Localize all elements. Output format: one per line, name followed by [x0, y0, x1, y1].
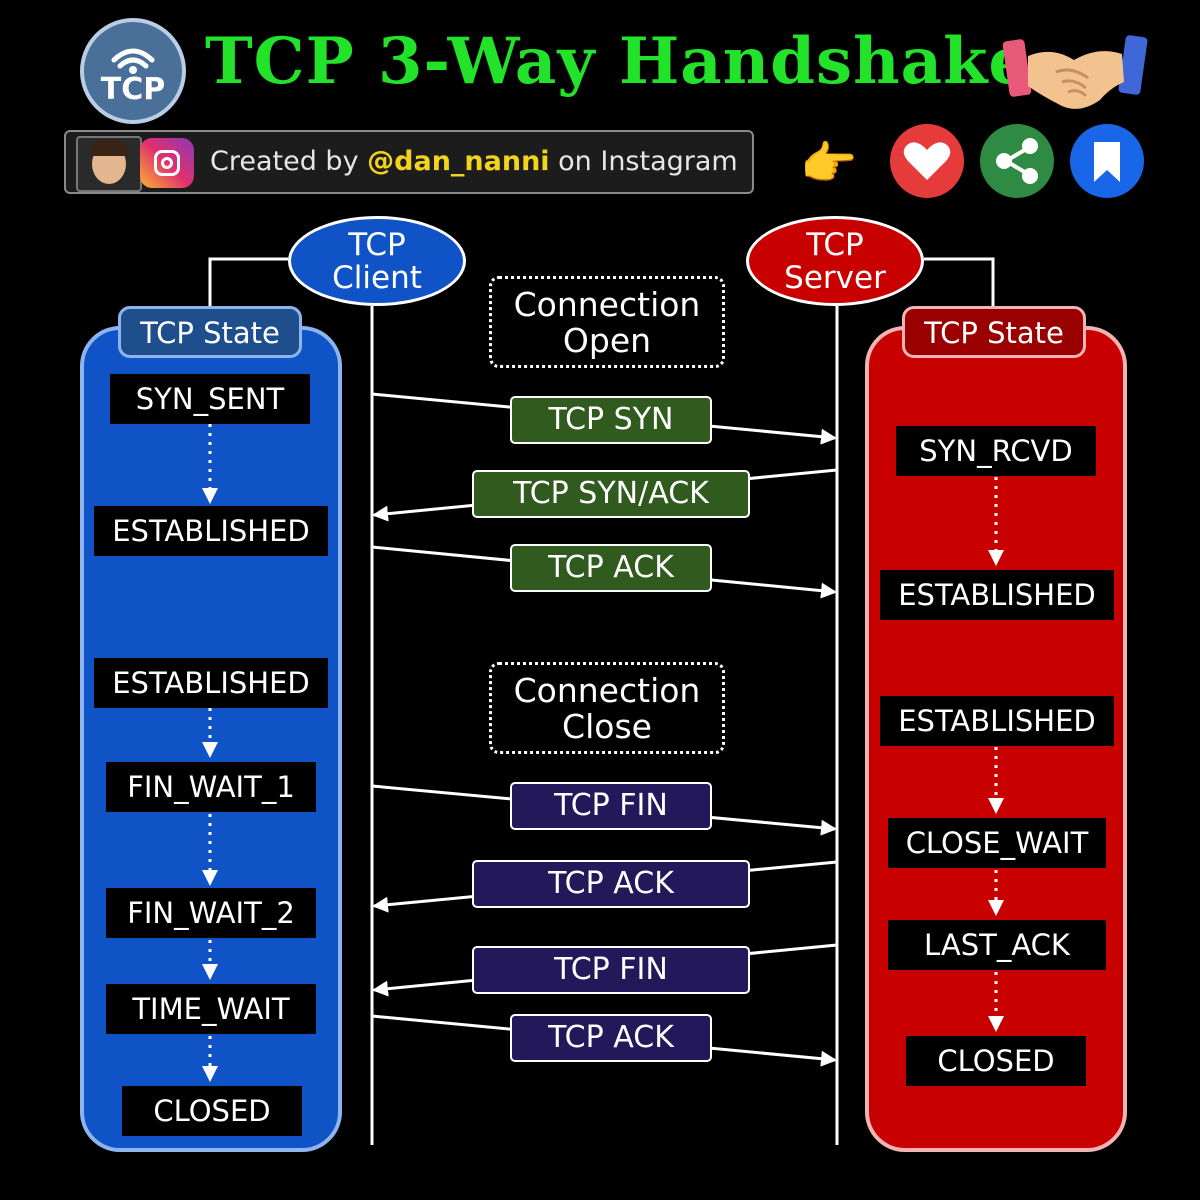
server-state-closed: CLOSED [906, 1036, 1086, 1086]
client-state-closed: CLOSED [122, 1086, 302, 1136]
server-line1: TCP [806, 227, 864, 263]
tcp-logo: TCP [80, 18, 186, 124]
close-line2: Close [562, 707, 652, 746]
client-state-fin-wait-1: FIN_WAIT_1 [106, 762, 316, 812]
credit-handle[interactable]: @dan_nanni [367, 146, 550, 177]
server-state-established: ESTABLISHED [880, 570, 1114, 620]
close-line1: Connection [513, 671, 701, 710]
tcp-client-node: TCP Client [288, 216, 466, 306]
share-icon[interactable] [980, 124, 1054, 198]
tcp-server-node: TCP Server [746, 216, 924, 306]
bookmark-icon[interactable] [1070, 124, 1144, 198]
connection-open-label: Connection Open [489, 276, 725, 368]
client-state-established: ESTABLISHED [94, 506, 328, 556]
connection-close-label: Connection Close [489, 662, 725, 754]
client-state-fin-wait-2: FIN_WAIT_2 [106, 888, 316, 938]
server-state-label: TCP State [902, 306, 1086, 358]
credit-suffix: on Instagram [549, 146, 738, 177]
client-state-time-wait: TIME_WAIT [106, 984, 316, 1034]
client-line2: Client [332, 260, 422, 296]
client-line1: TCP [348, 227, 406, 263]
msg-tcp-ack: TCP ACK [510, 544, 712, 592]
heart-icon[interactable] [890, 124, 964, 198]
instagram-icon [140, 138, 194, 188]
server-state-close-wait: CLOSE_WAIT [888, 818, 1106, 868]
client-bracket [208, 257, 288, 306]
page-title: TCP 3-Way Handshake [205, 24, 1031, 99]
open-line2: Open [562, 321, 652, 360]
client-state-syn-sent: SYN_SENT [110, 374, 310, 424]
handshake-icon [1002, 35, 1148, 109]
credit-bar: Created by @dan_nanni on Instagram [64, 130, 754, 194]
msg-tcp-ack-server: TCP ACK [472, 860, 750, 908]
server-state-syn-rcvd: SYN_RCVD [896, 426, 1096, 476]
server-line2: Server [784, 260, 886, 296]
wifi-icon [111, 48, 155, 74]
msg-tcp-syn-ack: TCP SYN/ACK [472, 470, 750, 518]
credit-text: Created by @dan_nanni on Instagram [210, 146, 738, 177]
server-state-last-ack: LAST_ACK [888, 920, 1106, 970]
server-bracket [924, 257, 995, 306]
open-line1: Connection [513, 285, 701, 324]
client-state-label: TCP State [118, 306, 302, 358]
pointing-hand-icon: 👉 [800, 136, 858, 190]
msg-tcp-fin-client: TCP FIN [510, 782, 712, 830]
server-state-established-2: ESTABLISHED [880, 696, 1114, 746]
msg-tcp-syn: TCP SYN [510, 396, 712, 444]
msg-tcp-fin-server: TCP FIN [472, 946, 750, 994]
credit-prefix: Created by [210, 146, 368, 177]
msg-tcp-ack-client: TCP ACK [510, 1014, 712, 1062]
client-state-established-2: ESTABLISHED [94, 658, 328, 708]
logo-text: TCP [100, 72, 166, 107]
